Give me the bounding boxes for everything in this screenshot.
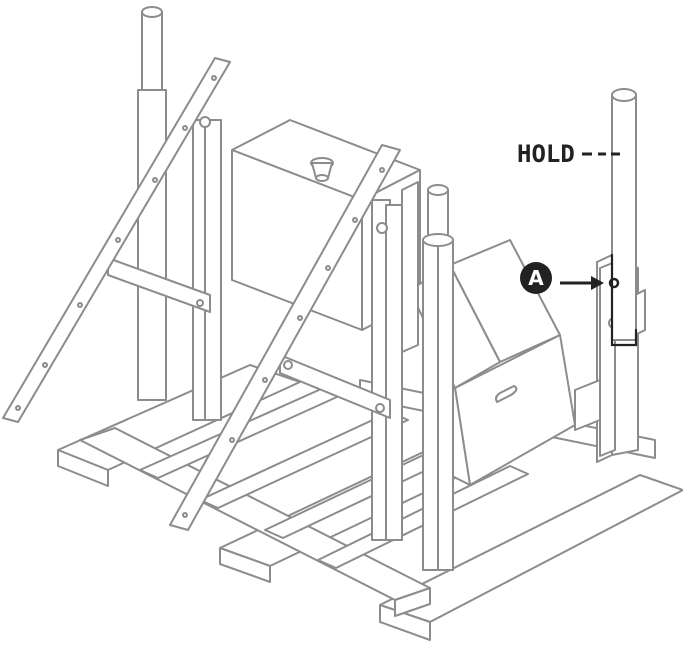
middle-diagonal-brace bbox=[169, 144, 401, 531]
bolt-a-icon bbox=[608, 277, 620, 289]
center-pipe bbox=[422, 184, 454, 571]
hold-label: HOLD bbox=[517, 140, 575, 168]
callout-a: A bbox=[520, 262, 604, 294]
left-diagonal-brace bbox=[2, 57, 231, 423]
box-handle bbox=[495, 385, 518, 403]
hold-annotation: HOLD bbox=[517, 140, 620, 168]
callout-letter: A bbox=[528, 266, 544, 290]
callout-circle bbox=[520, 262, 552, 294]
arrow-right-icon bbox=[591, 276, 604, 290]
left-frame bbox=[107, 6, 222, 421]
right-pipe bbox=[608, 88, 638, 347]
middle-frame bbox=[279, 181, 419, 541]
